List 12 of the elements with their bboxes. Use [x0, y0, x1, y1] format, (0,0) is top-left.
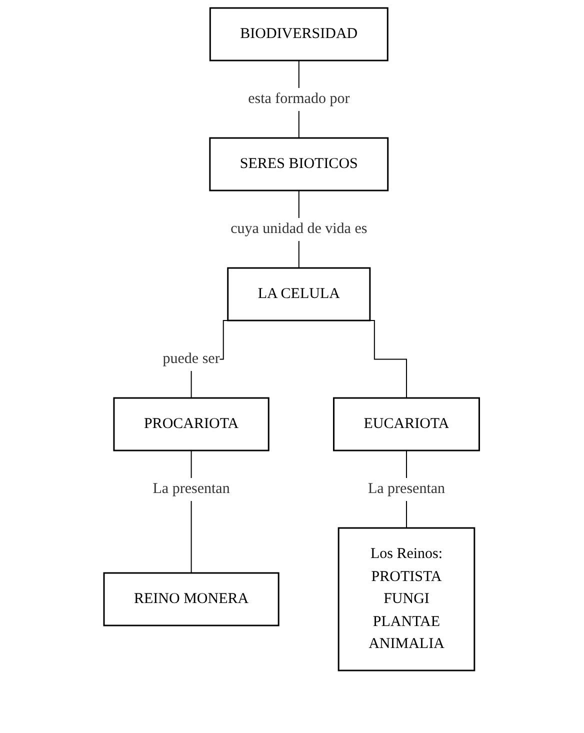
edge-label: esta formado por	[248, 91, 350, 107]
edge-label: La presentan	[153, 480, 230, 497]
edge-label: cuya unidad de vida es	[230, 220, 368, 237]
node-box: REINO MONERA	[104, 572, 280, 626]
node-box: LA CELULA	[227, 267, 372, 322]
node-box: PROCARIOTA	[114, 397, 270, 452]
edge-label: La presentan	[368, 480, 446, 497]
node-box: EUCARIOTA	[333, 397, 480, 452]
node-box: Los Reinos: PROTISTA FUNGI PLANTAE ANIMALIA	[338, 527, 476, 672]
node-box: SERES BIOTICOS	[210, 137, 389, 192]
edge-label: puede ser	[163, 350, 220, 367]
node-box: BIODIVERSIDAD	[210, 7, 389, 62]
